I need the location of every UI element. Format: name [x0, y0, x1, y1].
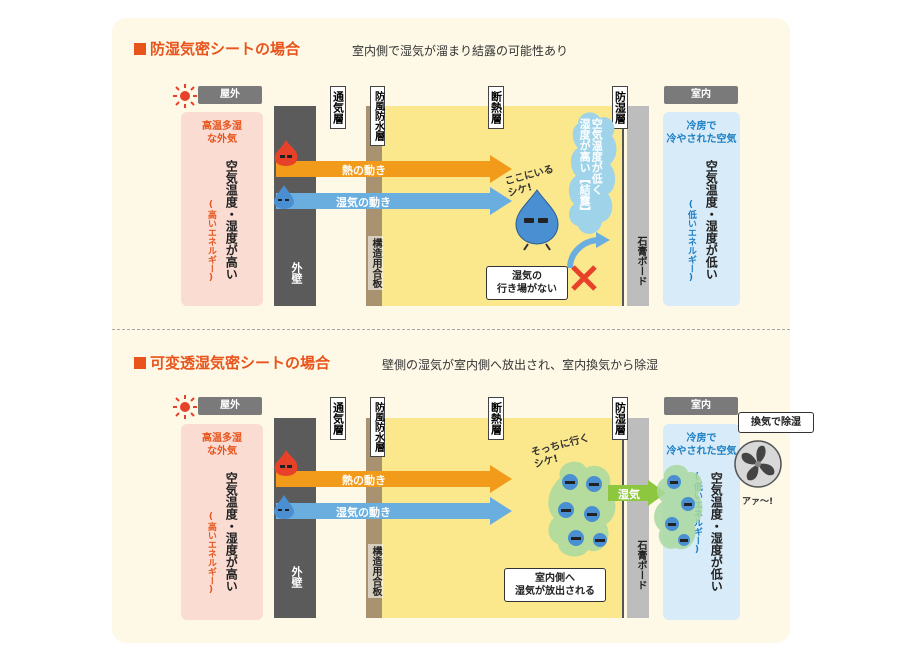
windproof-layer-label: 防風防水層 [370, 86, 385, 146]
moisture-drop-icon [274, 185, 294, 209]
cross-mark-icon [571, 265, 597, 291]
section-title: 可変透湿気密シートの場合 [134, 352, 330, 373]
moisture-arrow [276, 187, 512, 215]
insulation-layer-label: 断熱層 [488, 86, 504, 129]
fire-character-icon [274, 140, 298, 166]
outside-air-box: 高温多湿 な外気 空気温度・湿度が高い (高いエネルギー) [181, 112, 263, 306]
moisture-cluster [548, 461, 616, 557]
structural-plywood-label: 構造用合板 [368, 236, 383, 290]
moisture-drop-icon [274, 495, 294, 519]
moisture-barrier-label: 防湿層 [612, 86, 628, 129]
curved-arrow-icon [567, 232, 610, 269]
heat-arrow [276, 465, 512, 493]
inside-air-heading: 冷房で 冷やされた空気 [666, 433, 737, 457]
sun-icon [173, 395, 197, 419]
vapor-barrier-sheet [622, 106, 624, 306]
outer-wall-label: 外壁 [290, 262, 303, 284]
gypsum-board-label: 石膏ボード [635, 236, 646, 286]
inside-air-energy: (低いエネルギー) [685, 200, 696, 283]
gypsum-board [627, 106, 649, 306]
moisture-release-label: 湿気 [618, 488, 640, 501]
outside-air-heading: 高温多湿 な外気 [202, 121, 242, 145]
heat-arrow [276, 155, 512, 183]
variable-permeability-sheet [622, 418, 624, 618]
outside-air-energy: (高いエネルギー) [205, 512, 216, 595]
condensation-text: 空気温度が低く 湿度が高い【結露】 [578, 118, 604, 217]
inside-tag: 室内 [664, 397, 738, 415]
inside-air-box: 冷房で 冷やされた空気 空気温度・湿度が低い (低いエネルギー) [663, 112, 740, 306]
heat-arrow-label: 熱の動き [342, 164, 386, 177]
no-escape-callout: 湿気の 行き場がない [486, 266, 568, 300]
outside-air-energy: (高いエネルギー) [205, 200, 216, 283]
outside-tag: 屋外 [198, 397, 262, 415]
inside-air-heading: 冷房で 冷やされた空気 [666, 121, 737, 145]
ventilation-fan-icon [734, 440, 782, 488]
release-callout: 室内側へ 湿気が放出される [504, 568, 606, 602]
moisture-arrow [276, 497, 512, 525]
condensation-cloud [568, 112, 617, 234]
section-divider [112, 329, 790, 330]
outer-wall-label: 外壁 [290, 566, 303, 588]
moisture-arrow-label: 湿気の動き [336, 506, 391, 519]
vent-layer-label: 通気層 [330, 86, 346, 129]
ventilation-callout: 換気で除湿 [738, 412, 814, 433]
sun-icon [173, 84, 197, 108]
heat-arrow-label: 熱の動き [342, 474, 386, 487]
insulation-layer-label: 断熱層 [488, 397, 504, 440]
gypsum-board-label: 石膏ボード [635, 540, 646, 590]
moisture-arrow-label: 湿気の動き [336, 196, 391, 209]
vent-layer-label: 通気層 [330, 397, 346, 440]
moisture-drop-icon [515, 189, 559, 251]
outside-air-heading: 高温多湿 な外気 [202, 433, 242, 457]
outside-air-description: 空気温度・湿度が高い [224, 472, 239, 592]
inside-air-description: 空気温度・湿度が低い [704, 160, 719, 280]
inside-air-description: 空気温度・湿度が低い [709, 472, 724, 592]
section-subtitle: 室内側で湿気が溜まり結露の可能性あり [352, 44, 569, 58]
fan-sound: アァ〜! [742, 497, 774, 507]
windproof-layer-label: 防風防水層 [370, 397, 385, 457]
structural-plywood-label: 構造用合板 [368, 544, 383, 598]
outside-tag: 屋外 [198, 86, 262, 104]
outside-air-box: 高温多湿 な外気 空気温度・湿度が高い (高いエネルギー) [181, 424, 263, 620]
outside-air-description: 空気温度・湿度が高い [224, 160, 239, 280]
moisture-barrier-label: 防湿層 [612, 397, 628, 440]
inside-tag: 室内 [664, 86, 738, 104]
moisture-release-arrow [608, 480, 666, 506]
indoor-moisture-cluster [654, 464, 703, 550]
fire-character-icon [274, 450, 298, 476]
section-title: 防湿気密シートの場合 [134, 38, 300, 59]
section-subtitle: 壁側の湿気が室内側へ放出され、室内換気から除湿 [382, 358, 659, 372]
gypsum-board [627, 418, 649, 618]
